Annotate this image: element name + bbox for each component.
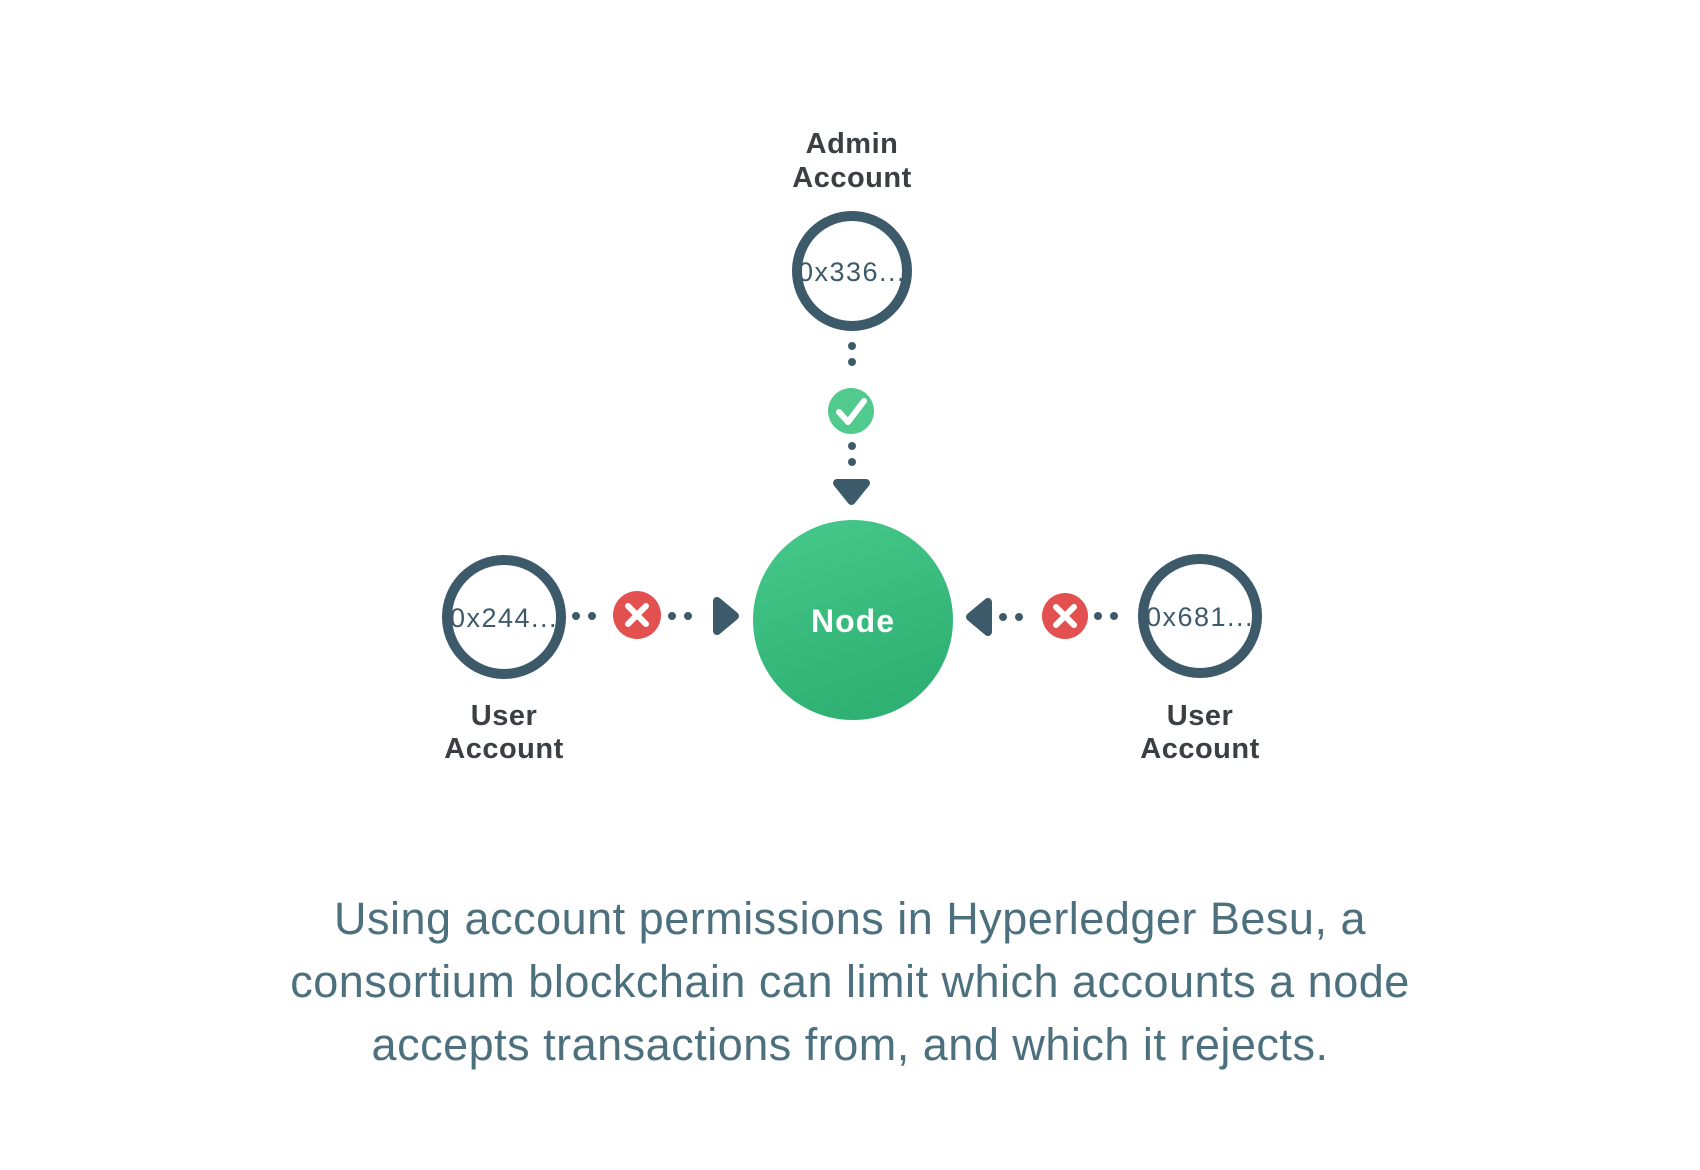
check-icon xyxy=(836,398,867,425)
user-right-circle xyxy=(1138,554,1262,678)
x-icon-right xyxy=(1053,604,1077,628)
caption-text: Using account permissions in Hyperledger… xyxy=(0,887,1700,1076)
user-left-circle xyxy=(442,555,566,679)
x-icon-left xyxy=(625,603,649,627)
user-right-address: 0x681... xyxy=(1146,602,1254,632)
admin-account-label-line2: Account xyxy=(792,162,912,194)
right-arrowhead-icon xyxy=(713,597,739,635)
admin-account-circle xyxy=(792,211,912,331)
user-left-label-line2: Account xyxy=(444,733,564,765)
left-arrowhead-icon xyxy=(966,598,992,636)
node-circle xyxy=(753,520,953,720)
caption-line-2: consortium blockchain can limit which ac… xyxy=(290,956,1410,1007)
admin-account-label-line1: Admin xyxy=(806,128,899,160)
admin-account-address: 0x336... xyxy=(798,257,906,287)
node-label: Node xyxy=(811,603,895,639)
caption-line-1: Using account permissions in Hyperledger… xyxy=(334,893,1366,944)
user-left-label-line1: User xyxy=(471,700,538,732)
caption-line-3: accepts transactions from, and which it … xyxy=(371,1019,1329,1070)
check-badge xyxy=(828,388,874,434)
user-right-label-line2: Account xyxy=(1140,733,1260,765)
user-right-label-line1: User xyxy=(1167,700,1234,732)
down-arrowhead-icon xyxy=(833,479,870,505)
user-left-address: 0x244... xyxy=(450,603,558,633)
permissioning-diagram: Admin Account 0x336... Node 0x244... Use… xyxy=(442,128,1262,765)
